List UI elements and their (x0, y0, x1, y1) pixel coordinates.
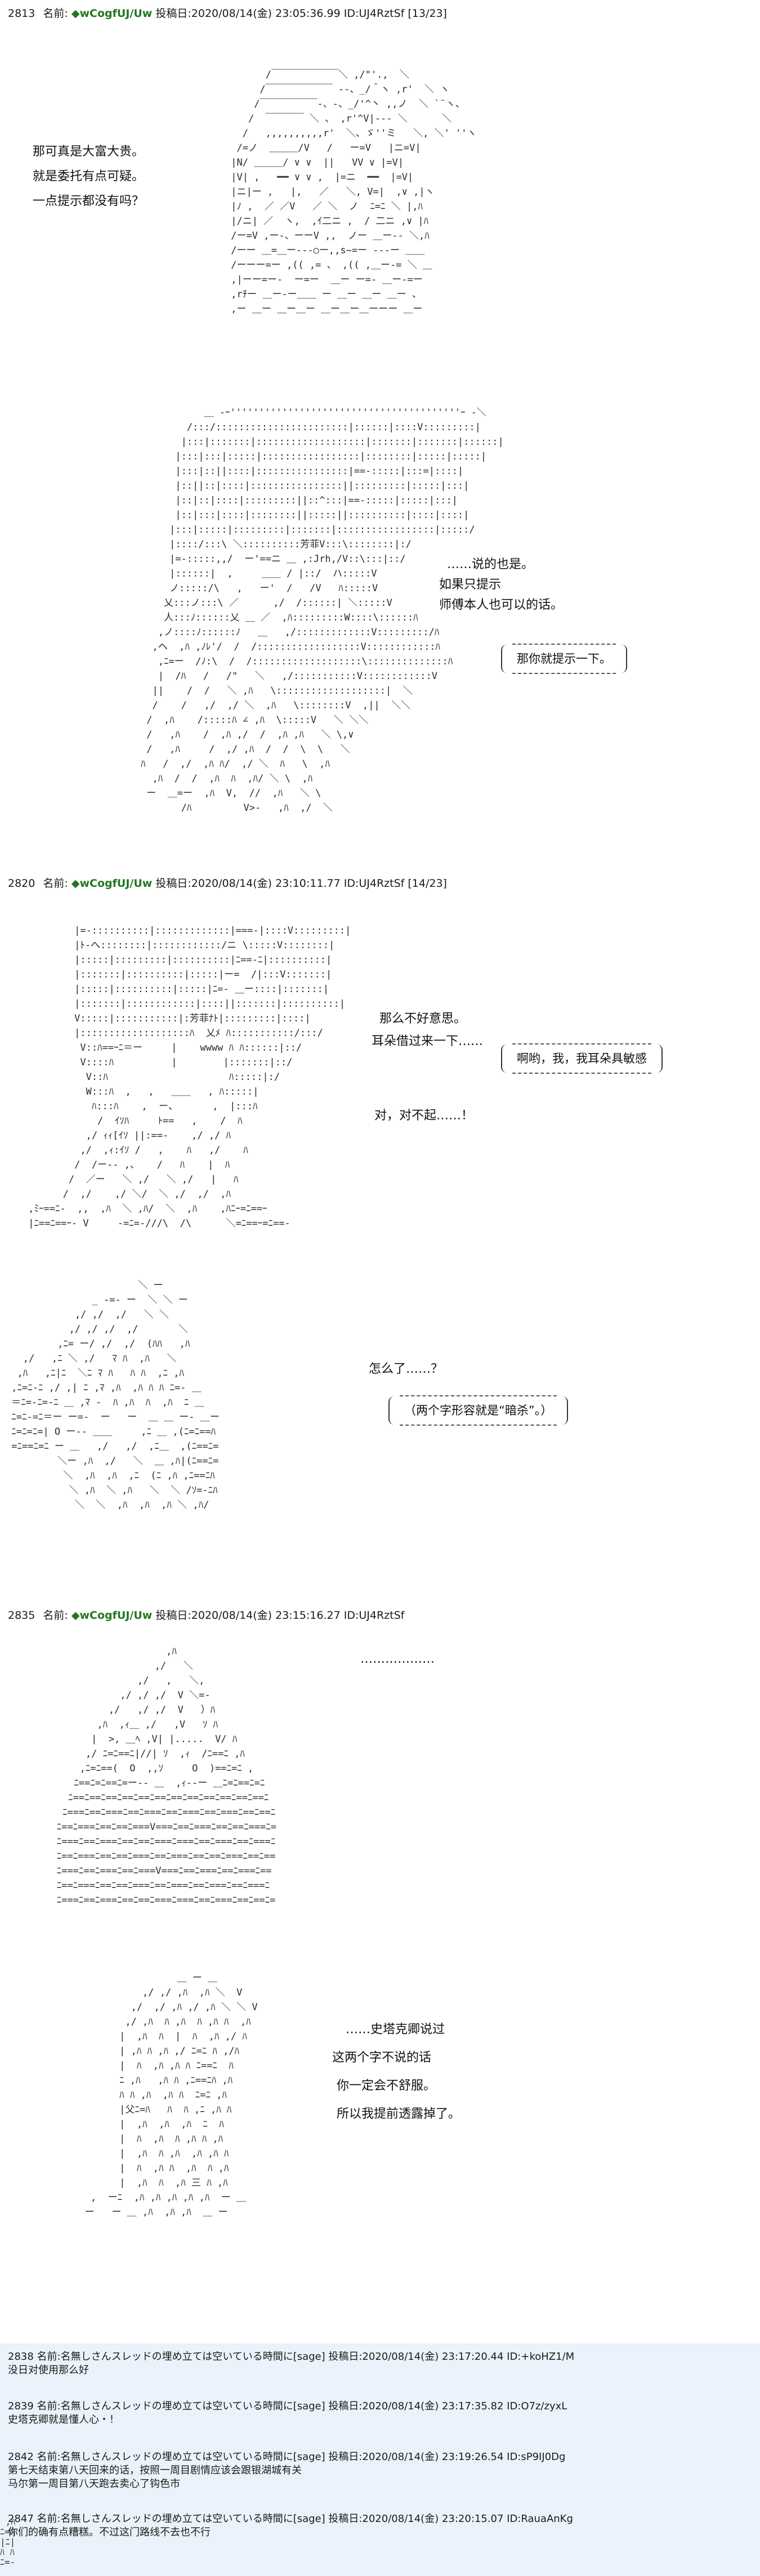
dialog-line: 你一定会不舒服。 (337, 2079, 436, 2093)
comment-body-line-2: 马尔第一周目第八天跑去卖心了钩色市 (8, 2478, 180, 2490)
dialog-right: ……………… (360, 1647, 435, 1672)
comment-body: 史塔克卿就是懂人心・！ (8, 2414, 119, 2426)
post-header: 2820 名前: ◆wCogfUJ/Uw 投稿日:2020/08/14(金) 2… (8, 877, 447, 890)
dialog-line: 这两个字不说的话 (332, 2051, 432, 2065)
dialog-line: 就是委托有点可疑。 (33, 169, 145, 184)
dialog-line: ……说的也是。 (447, 557, 534, 572)
speech-bubble: 那你就提示一下。 (501, 644, 627, 674)
post-date: 投稿日:2020/08/14(金) 23:05:36.99 ID:UJ4RztS… (155, 7, 447, 20)
comment-body: 你们的确有点糟糕。不过这门路线不去也不行 (8, 2526, 211, 2538)
post-author: ◆wCogfUJ/Uw (71, 1609, 153, 1622)
comments-section: 2838 名前:名無しさんスレッドの埋め立ては空いている時間に[sage] 投稿… (0, 2343, 760, 2576)
post-name-label: 名前: (43, 7, 68, 20)
post-header: 2813 名前: ◆wCogfUJ/Uw 投稿日:2020/08/14(金) 2… (8, 7, 447, 20)
comment: 2842 名前:名無しさんスレッドの埋め立ては空いている時間に[sage] 投稿… (8, 2450, 565, 2491)
dialog-line: 对，对不起……！ (374, 1109, 474, 1123)
dialog-line: 所以我提前透露掉了。 (337, 2107, 461, 2121)
dialog-line: ……………… (360, 1652, 435, 1666)
dialog-line: 耳朵借过来一下…… (372, 1034, 484, 1048)
speech-bubble: 啊哟，我，我耳朵具敏感 (501, 1043, 663, 1074)
dialog-right: ……说的也是。 如果只提示 师傅本人也可以的话。 (439, 555, 563, 615)
dialog-right: ……史塔克卿说过 这两个字不说的话 你一定会不舒服。 所以我提前透露掉了。 (332, 2016, 461, 2128)
post-header: 2835 名前: ◆wCogfUJ/Uw 投稿日:2020/08/14(金) 2… (8, 1609, 404, 1622)
ascii-art-figure-6: ＿ ー ＿ ,/ ,/ ,ﾊ ,ﾊ ＼ V ,/ ,/ ,ﾊ ,/ ,ﾊ ＼ ＼… (84, 1972, 258, 2218)
speech-bubble: （两个字形容就是“暗杀”。） (388, 1395, 569, 1426)
ascii-art-figure-4: ＼ ー _ -=- ー ＼ ＼ ー ,/ ,/ ,/ ＼ ＼ ,/ ,/ ,/ … (11, 1280, 220, 1511)
comment-meta: 2838 名前:名無しさんスレッドの埋め立ては空いている時間に[sage] 投稿… (8, 2351, 575, 2363)
dialog-line: 一点提示都没有吗？ (33, 194, 145, 208)
ascii-art-figure-1: /￣￣￣￣￣￣￣＼ ,/"'., ＼ /￣￣￣￣￣￣￣ --、_/＾ヽ ,r' … (231, 69, 477, 315)
dialog-line: 那么不好意思。 (379, 1012, 467, 1026)
post-date: 投稿日:2020/08/14(金) 23:15:16.27 ID:UJ4RztS… (155, 1609, 405, 1622)
dialog-right: 怎么了……？ (369, 1357, 443, 1382)
ascii-art-figure-2: ＿ -ｰ''''''''''''''''''''''''''''''''''''… (141, 407, 504, 814)
comment-body: 没日对使用那么好 (8, 2364, 89, 2376)
comment-meta: 2847 名前:名無しさんスレッドの埋め立ては空いている時間に[sage] 投稿… (8, 2513, 573, 2525)
dialog-line: 那可真是大富大贵。 (33, 145, 145, 159)
ascii-art-figure-3: |=-::::::::::|:::::::::::::|===-|::::V::… (28, 925, 351, 1229)
dialog-line: 如果只提示 (439, 578, 502, 592)
dialog-line: 怎么了……？ (369, 1362, 444, 1376)
dialog-line: ……史塔克卿说过 (346, 2023, 445, 2037)
post-author: ◆wCogfUJ/Uw (71, 7, 153, 20)
comment: 2847 名前:名無しさんスレッドの埋め立ては空いている時間に[sage] 投稿… (8, 2512, 573, 2539)
post-name-label: 名前: (43, 1609, 68, 1622)
ascii-art-figure-5: ,ﾊ ,/ ＼ ,/ , ＼, ,/ ,/ ,/ V ＼=- ,/ ,/ ,/ … (56, 1646, 277, 1906)
post-date: 投稿日:2020/08/14(金) 23:10:11.77 ID:UJ4RztS… (155, 877, 447, 890)
post-number[interactable]: 2835 (8, 1609, 35, 1622)
comment-body: 第七天结束第八天回来的话，按照一周目剧情应该会跟银湖城有关 (8, 2465, 302, 2476)
bubble-text: 那你就提示一下。 (517, 652, 611, 666)
comment: 2839 名前:名無しさんスレッドの埋め立ては空いている時間に[sage] 投稿… (8, 2400, 567, 2427)
comment-meta: 2842 名前:名無しさんスレッドの埋め立ては空いている時間に[sage] 投稿… (8, 2451, 566, 2463)
dialog-right-2: 对，对不起……！ (374, 1104, 473, 1128)
dialog-line: 师傅本人也可以的话。 (439, 598, 564, 612)
dialog-left: 那可真是大富大贵。 就是委托有点可疑。 一点提示都没有吗？ (33, 140, 144, 214)
dialog-right: 那么不好意思。 耳朵借过来一下…… (372, 1008, 483, 1053)
comment: 2838 名前:名無しさんスレッドの埋め立ては空いている時間に[sage] 投稿… (8, 2350, 574, 2377)
post-author: ◆wCogfUJ/Uw (71, 877, 153, 890)
bubble-text: （两个字形容就是“暗杀”。） (404, 1404, 553, 1417)
side-figure-icon: ,ﾊ ﾆ=ﾊ |ﾆ| ﾊ ﾊ ﾆ=- (0, 2516, 16, 2568)
bubble-text: 啊哟，我，我耳朵具敏感 (517, 1052, 647, 1065)
post-name-label: 名前: (43, 877, 68, 890)
post-number[interactable]: 2820 (8, 877, 35, 890)
post-number[interactable]: 2813 (8, 7, 35, 20)
comment-meta: 2839 名前:名無しさんスレッドの埋め立ては空いている時間に[sage] 投稿… (8, 2400, 567, 2412)
